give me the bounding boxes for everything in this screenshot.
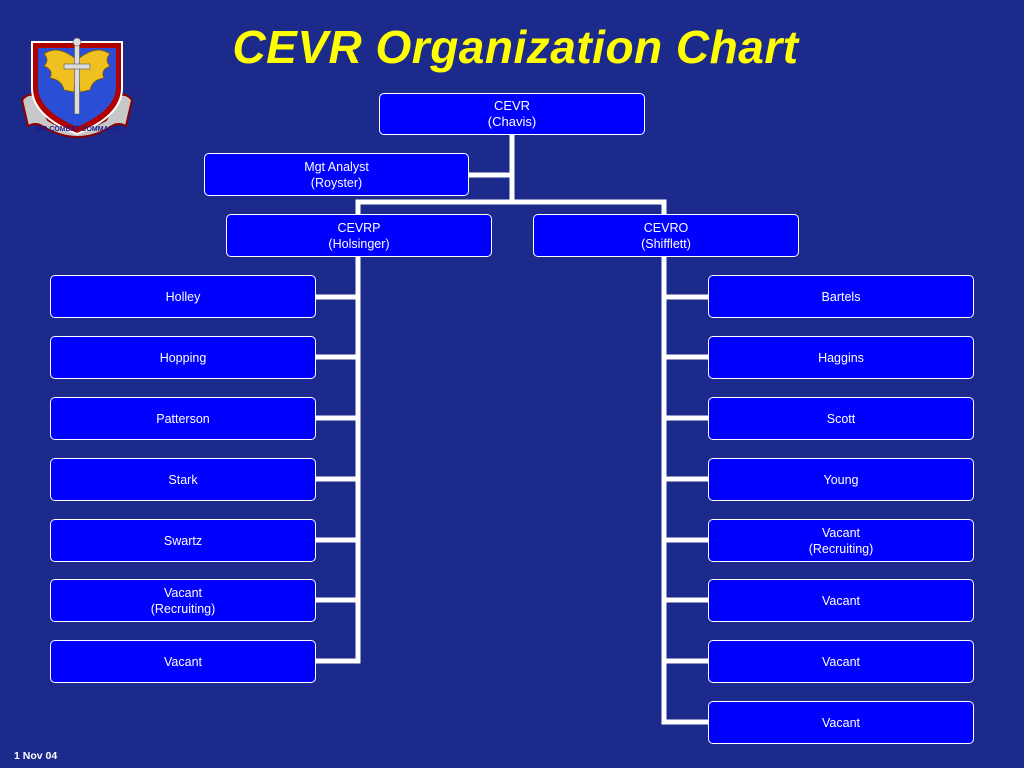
node-name: CEVR — [493, 98, 531, 113]
node-name: Stark — [168, 472, 198, 487]
org-node-member: Patterson — [50, 397, 316, 440]
emblem-text: AIR COMBAT COMMAND — [35, 126, 118, 133]
node-name: Scott — [826, 411, 856, 426]
org-node-member: Holley — [50, 275, 316, 318]
org-node-head: CEVR (Chavis) — [379, 93, 645, 135]
org-node-member: Vacant — [50, 640, 316, 683]
node-name: Haggins — [818, 350, 864, 365]
air-combat-command-emblem-icon: AIR COMBAT COMMAND — [20, 37, 134, 138]
org-node-member: Vacant — [708, 701, 974, 744]
org-node-member: Hopping — [50, 336, 316, 379]
node-name: Bartels — [821, 289, 861, 304]
node-person: (Shifflett) — [641, 236, 691, 251]
node-status: (Recruiting) — [150, 601, 216, 616]
node-name: CEVRO — [643, 220, 689, 235]
node-person: (Holsinger) — [328, 236, 390, 251]
org-node-right-branch: CEVRO (Shifflett) — [533, 214, 799, 257]
node-status: (Recruiting) — [808, 541, 874, 556]
org-node-member: Stark — [50, 458, 316, 501]
page-title: CEVR Organization Chart — [232, 21, 799, 73]
node-name: Young — [823, 472, 859, 487]
node-name: Mgt Analyst — [304, 159, 369, 174]
node-name: Vacant — [822, 654, 860, 669]
org-node-member: Haggins — [708, 336, 974, 379]
org-node-left-branch: CEVRP (Holsinger) — [226, 214, 492, 257]
org-node-staff: Mgt Analyst (Royster) — [204, 153, 469, 196]
org-node-member: Vacant — [708, 640, 974, 683]
org-node-member: Bartels — [708, 275, 974, 318]
node-person: (Chavis) — [487, 114, 537, 129]
node-name: Vacant — [164, 585, 202, 600]
node-name: Vacant — [822, 593, 860, 608]
node-name: Vacant — [822, 715, 860, 730]
node-person: (Royster) — [310, 175, 363, 190]
node-name: Vacant — [822, 525, 860, 540]
org-node-member: Scott — [708, 397, 974, 440]
org-node-member: Vacant (Recruiting) — [50, 579, 316, 622]
node-name: Hopping — [159, 350, 207, 365]
node-name: Vacant — [164, 654, 202, 669]
node-name: Patterson — [156, 411, 210, 426]
org-node-member: Vacant — [708, 579, 974, 622]
org-node-member: Vacant (Recruiting) — [708, 519, 974, 562]
node-name: CEVRP — [337, 220, 381, 235]
node-name: Holley — [165, 289, 201, 304]
node-name: Swartz — [163, 533, 203, 548]
footer-date: 1 Nov 04 — [14, 750, 58, 762]
org-node-member: Young — [708, 458, 974, 501]
org-node-member: Swartz — [50, 519, 316, 562]
